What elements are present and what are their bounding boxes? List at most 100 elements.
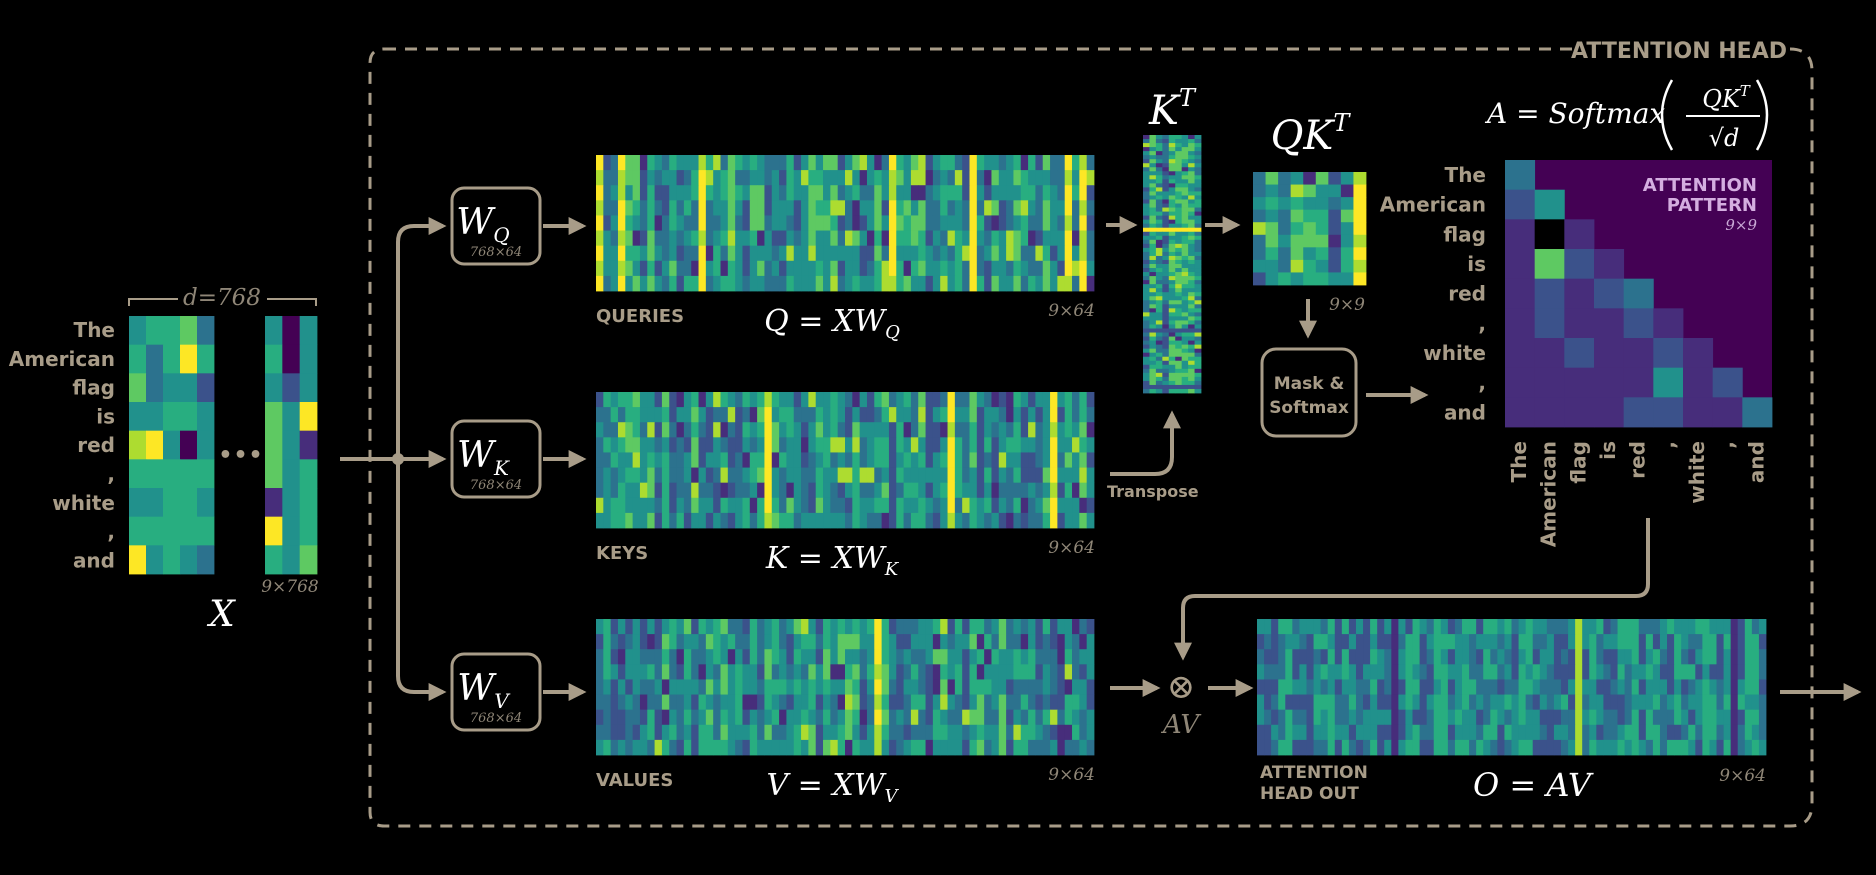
values-cell bbox=[845, 724, 853, 741]
attention-cell bbox=[1594, 278, 1625, 309]
values-cell bbox=[654, 634, 663, 650]
qkt-cell bbox=[1353, 222, 1367, 236]
output-cell bbox=[1539, 679, 1548, 695]
queries-cell bbox=[779, 260, 787, 277]
weight-to-matrix-arrows bbox=[543, 217, 587, 701]
queries-cell bbox=[896, 155, 904, 171]
keys-cell bbox=[683, 407, 692, 423]
keys-cell bbox=[669, 422, 677, 438]
keys-cell bbox=[661, 467, 670, 484]
queries-cell bbox=[647, 155, 655, 171]
qkt-cell bbox=[1315, 247, 1329, 261]
values-cell bbox=[1006, 664, 1014, 680]
kt-cell bbox=[1155, 135, 1163, 140]
input-cell bbox=[265, 344, 283, 374]
output-cell bbox=[1518, 739, 1527, 756]
output-cell bbox=[1490, 619, 1498, 635]
kt-cell bbox=[1149, 219, 1157, 225]
queries-cell bbox=[661, 245, 670, 262]
queries-cell bbox=[845, 245, 853, 262]
output-cell bbox=[1652, 664, 1661, 680]
output-cell bbox=[1306, 739, 1314, 756]
keys-cell bbox=[866, 497, 875, 514]
queries-cell bbox=[720, 155, 729, 171]
output-cell bbox=[1617, 664, 1626, 680]
queries-cell bbox=[947, 170, 956, 186]
keys-cell bbox=[910, 497, 919, 514]
kt-cell bbox=[1155, 179, 1163, 184]
qkt-cell bbox=[1353, 259, 1367, 273]
output-cell bbox=[1299, 619, 1307, 635]
kt-cell bbox=[1168, 304, 1176, 309]
keys-cell bbox=[1013, 497, 1022, 514]
output-cell bbox=[1426, 739, 1435, 756]
queries-cell bbox=[1028, 185, 1036, 201]
kt-cell bbox=[1149, 344, 1157, 350]
output-cell bbox=[1412, 649, 1420, 665]
values-cell bbox=[837, 634, 846, 650]
queries-cell bbox=[940, 260, 948, 277]
kt-cell bbox=[1175, 336, 1183, 341]
queries-cell bbox=[596, 170, 604, 186]
attention-cell bbox=[1683, 367, 1714, 398]
output-cell bbox=[1405, 679, 1413, 695]
queries-cell bbox=[888, 230, 897, 247]
output-cell bbox=[1511, 724, 1519, 741]
queries-cell bbox=[830, 170, 839, 186]
output-cell bbox=[1454, 679, 1463, 695]
keys-cell bbox=[1050, 392, 1058, 408]
kt-cell bbox=[1143, 388, 1150, 394]
values-cell bbox=[837, 694, 846, 711]
output-cell bbox=[1723, 619, 1732, 635]
values-cell bbox=[1086, 709, 1095, 726]
output-cell bbox=[1285, 634, 1293, 650]
keys-cell bbox=[859, 407, 868, 423]
kt-cell bbox=[1175, 159, 1183, 164]
values-cell bbox=[647, 634, 655, 650]
keys-cell bbox=[691, 467, 699, 484]
values-cell bbox=[896, 634, 904, 650]
values-cell bbox=[742, 724, 751, 741]
values-cell bbox=[881, 634, 890, 650]
keys-cell bbox=[603, 497, 612, 514]
values-cell bbox=[947, 724, 956, 741]
keys-cell bbox=[603, 467, 612, 484]
output-cell bbox=[1652, 649, 1661, 665]
kt-cell bbox=[1168, 340, 1176, 346]
kt-cell bbox=[1194, 312, 1202, 317]
output-cell bbox=[1681, 664, 1689, 680]
keys-cell bbox=[830, 482, 839, 499]
output-cell bbox=[1511, 739, 1519, 756]
keys-cell bbox=[735, 407, 743, 423]
values-cell bbox=[801, 724, 809, 741]
values-cell bbox=[940, 709, 948, 726]
keys-cell bbox=[1028, 422, 1036, 438]
svg-text:WQ: WQ bbox=[456, 202, 509, 247]
queries-cell bbox=[779, 215, 787, 231]
qkt-cell bbox=[1253, 259, 1266, 273]
output-cell bbox=[1384, 679, 1392, 695]
output-cell bbox=[1334, 694, 1343, 711]
kt-cell bbox=[1188, 272, 1195, 277]
output-cell bbox=[1709, 694, 1717, 711]
keys-cell bbox=[698, 392, 707, 408]
keys-cell bbox=[764, 452, 773, 468]
values-cell bbox=[815, 634, 824, 650]
queries-cell bbox=[954, 155, 963, 171]
kt-cell bbox=[1168, 259, 1176, 265]
kt-cell bbox=[1149, 163, 1157, 168]
values-cell bbox=[808, 619, 817, 635]
kt-cell bbox=[1194, 155, 1202, 160]
kt-cell bbox=[1175, 151, 1183, 156]
output-cell bbox=[1377, 724, 1385, 741]
output-cell bbox=[1313, 619, 1322, 635]
output-cell bbox=[1398, 619, 1406, 635]
kt-cell bbox=[1188, 227, 1195, 233]
values-cell bbox=[874, 709, 883, 726]
values-cell bbox=[1035, 679, 1044, 695]
keys-cell bbox=[632, 437, 641, 453]
queries-cell bbox=[1020, 275, 1029, 292]
queries-cell bbox=[918, 170, 926, 186]
qkt-cell bbox=[1328, 184, 1342, 198]
